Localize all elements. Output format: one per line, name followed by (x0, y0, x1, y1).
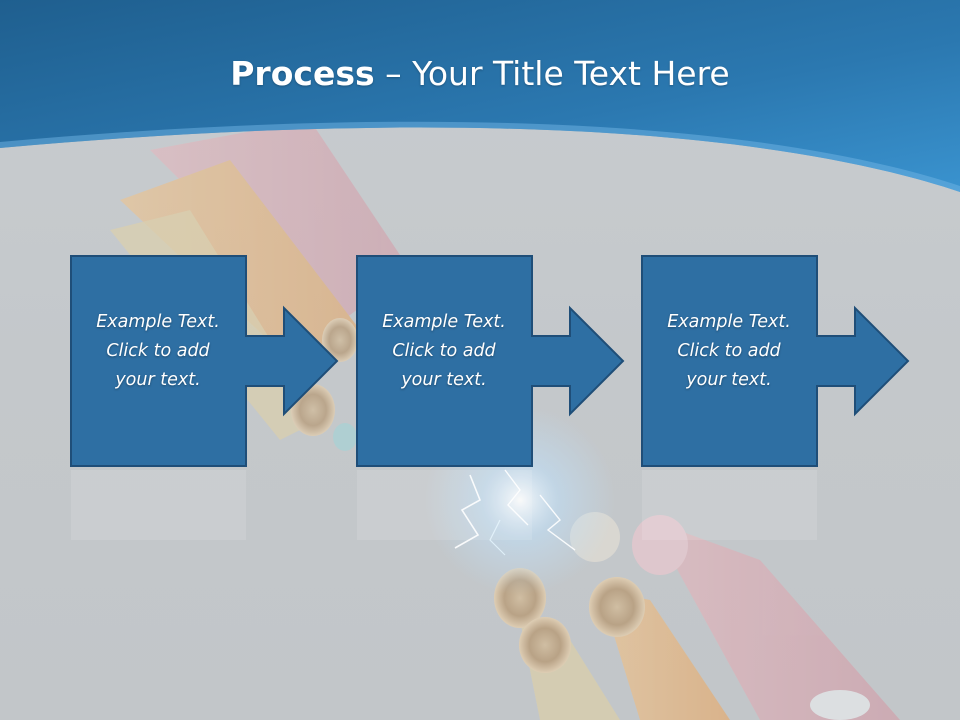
page-title: Process – Your Title Text Here (0, 52, 960, 96)
title-dash: – (374, 54, 413, 93)
header-band (0, 0, 960, 192)
title-rest: Your Title Text Here (412, 54, 730, 93)
step-2-line-2: Click to add (392, 341, 496, 361)
process-step-1[interactable]: Example Text. Click to add your text. (71, 256, 246, 466)
step-2-shape (356, 255, 625, 467)
step-2-line-1: Example Text. (382, 312, 506, 332)
step-1-text: Example Text. Click to add your text. (77, 308, 239, 395)
step-3-line-1: Example Text. (667, 312, 791, 332)
header-highlight (0, 121, 960, 192)
step-1-line-1: Example Text. (96, 312, 220, 332)
step-2-line-3: your text. (401, 370, 487, 390)
step-2-reflection (357, 470, 532, 540)
step-1-line-2: Click to add (106, 341, 210, 361)
step-3-shape (641, 255, 910, 467)
step-1-shape (70, 255, 339, 467)
step-3-line-3: your text. (686, 370, 772, 390)
step-3-text: Example Text. Click to add your text. (648, 308, 810, 395)
process-step-3[interactable]: Example Text. Click to add your text. (642, 256, 817, 466)
process-step-2[interactable]: Example Text. Click to add your text. (357, 256, 532, 466)
process-shapes (70, 255, 910, 540)
step-3-line-2: Click to add (677, 341, 781, 361)
title-bold: Process (230, 54, 375, 93)
step-3-reflection (642, 470, 817, 540)
step-1-line-3: your text. (115, 370, 201, 390)
step-1-reflection (71, 470, 246, 540)
lower-cable-bundle (494, 512, 900, 720)
step-2-text: Example Text. Click to add your text. (363, 308, 525, 395)
